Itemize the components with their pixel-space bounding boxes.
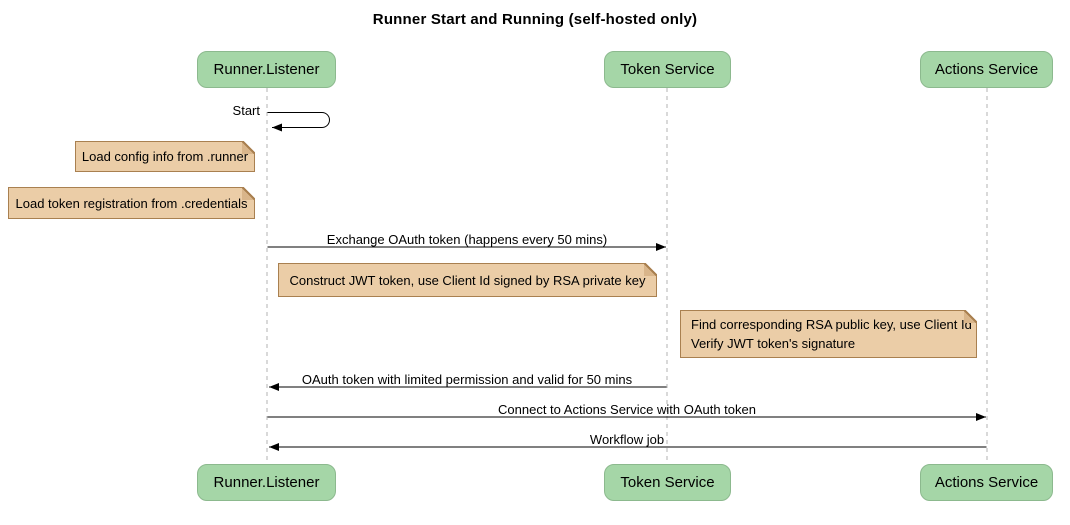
- participant-actions-service-top: Actions Service: [920, 51, 1053, 88]
- diagram-title: Runner Start and Running (self-hosted on…: [372, 11, 698, 28]
- message-label-exchange-oauth-token: Exchange OAuth token (happens every 50 m…: [326, 232, 608, 247]
- note-load-config: Load config info from .runner: [75, 141, 255, 172]
- message-label-workflow-job: Workflow job: [589, 432, 665, 447]
- participant-runner-listener-top: Runner.Listener: [197, 51, 336, 88]
- message-label-connect-actions-service: Connect to Actions Service with OAuth to…: [498, 402, 756, 417]
- arrow-start-self-message: [267, 112, 330, 132]
- note-verify-jwt-line2: Verify JWT token's signature: [691, 336, 856, 351]
- participant-actions-service-bottom: Actions Service: [920, 464, 1053, 501]
- participant-token-service-top: Token Service: [604, 51, 731, 88]
- note-verify-jwt-line1: Find corresponding RSA public key, use C…: [691, 317, 972, 332]
- note-construct-jwt: Construct JWT token, use Client Id signe…: [278, 263, 657, 297]
- message-label-start: Start: [232, 103, 260, 118]
- message-label-oauth-token-response: OAuth token with limited permission and …: [301, 372, 633, 387]
- participant-token-service-bottom: Token Service: [604, 464, 731, 501]
- note-load-token-registration: Load token registration from .credential…: [8, 187, 255, 219]
- note-verify-jwt: Find corresponding RSA public key, use C…: [680, 310, 977, 358]
- participant-runner-listener-bottom: Runner.Listener: [197, 464, 336, 501]
